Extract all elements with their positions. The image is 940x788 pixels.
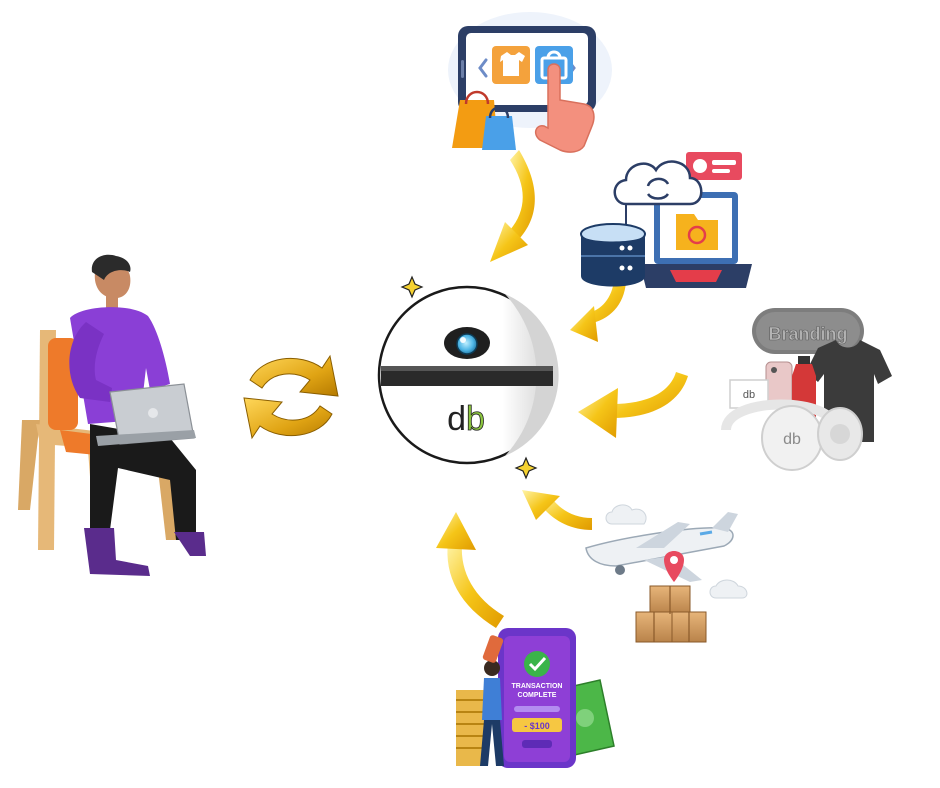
customer-node xyxy=(18,254,206,576)
gift-box-icon: db xyxy=(729,379,769,409)
payment-node: TRANSACTION COMPLETE - $100 xyxy=(456,628,615,768)
center-logo-robot: db xyxy=(377,275,559,480)
smartphone-payment-icon: TRANSACTION COMPLETE - $100 xyxy=(498,628,576,768)
cloud-data-node xyxy=(580,152,752,288)
laptop-icon xyxy=(96,383,196,446)
headphones-icon: db xyxy=(721,399,863,471)
svg-text:db: db xyxy=(743,389,755,401)
arrow-from-cloud xyxy=(570,280,626,342)
transaction-headline-1: TRANSACTION xyxy=(512,683,563,690)
shipping-node xyxy=(585,504,748,643)
sparkle-icon xyxy=(400,275,424,299)
flow-arrows xyxy=(436,150,688,628)
cloud-icon xyxy=(605,504,647,525)
robot-eye-icon xyxy=(444,327,490,359)
transaction-amount: - $100 xyxy=(524,721,550,731)
shopping-bags-icon xyxy=(452,90,516,150)
sync-arrows-icon xyxy=(243,354,339,440)
branding-cap-icon: Branding xyxy=(752,308,864,354)
laptop-folder-icon xyxy=(640,192,752,288)
svg-text:db: db xyxy=(783,431,801,448)
database-server-icon xyxy=(580,223,646,287)
notification-card-icon xyxy=(686,152,742,180)
arrow-from-branding xyxy=(578,372,688,438)
coin-stack-icon xyxy=(456,690,486,766)
pointing-hand-icon xyxy=(534,63,595,153)
db-logo: db xyxy=(447,400,485,439)
branding-label: Branding xyxy=(769,324,848,344)
cardboard-boxes-icon xyxy=(635,585,707,643)
cloud-sync-icon xyxy=(613,160,703,226)
person-with-laptop-icon xyxy=(69,254,206,576)
transaction-headline-2: COMPLETE xyxy=(518,692,557,699)
branding-merch-node: Branding db db xyxy=(721,308,892,471)
person-with-phone-icon xyxy=(480,635,504,766)
sparkle-icon xyxy=(514,456,538,480)
db-logo-text: db xyxy=(447,400,485,438)
ecommerce-tablet-node xyxy=(448,12,612,153)
tablet-shop-icon xyxy=(458,26,596,112)
location-pin-icon xyxy=(664,551,684,582)
arrow-from-shipping xyxy=(522,490,592,530)
arrow-from-payment xyxy=(436,512,504,628)
arrow-from-ecommerce xyxy=(490,150,535,262)
cloud-icon xyxy=(709,579,748,599)
